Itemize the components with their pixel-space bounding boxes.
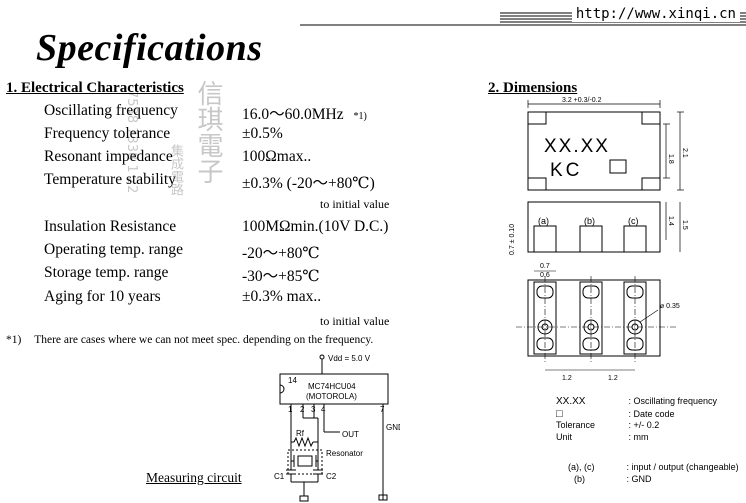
chip-name: MC74HCU04 [308,382,356,391]
spec-label-3: Temperature stability [44,171,176,188]
marking-kc: KC [550,160,582,181]
circuit-caption: Measuring circuit [146,470,242,485]
c2-label: C2 [326,472,337,481]
spec-label-2: Resonant impedance [44,148,173,165]
gnd-symbol-right [378,494,388,501]
pad-c-label: (c) [628,216,639,226]
width-dimension: 3.2 +0.3/-0.2 [562,97,602,104]
legend-key-2: Tolerance [556,420,596,430]
marking-frequency: XX.XX [544,136,610,157]
legend-value-0: : Oscillating frequency [628,396,718,406]
dimension-drawing: 3.2 +0.3/-0.2 XX.XX KC 1.8 2.1 (a) (b) (… [509,97,688,382]
side-tolerance-label: 0.7 ± 0.10 [509,224,516,255]
legend-key-1: □ [556,408,563,420]
c1-label: C1 [274,472,285,481]
spec-value-4: 100MΩmin.(10V D.C.) [242,218,389,235]
rf-resistor [293,436,314,448]
legend-row: □ : Date code [556,408,717,420]
spec-label-6: Storage temp. range [44,264,169,281]
pad-width-0-6: 0.6 [540,272,550,279]
gnd-label: GND [386,423,400,432]
watermark-chars: 信琪電子 [193,80,223,184]
pitch-1-2-a: 1.2 [562,375,572,382]
height-1-8: 1.8 [667,154,674,164]
legend-key-3: Unit [556,432,573,442]
date-code-box [609,159,627,174]
footnote: *1) There are cases where we can not mee… [6,334,373,346]
spec-value-3: ±0.3% (-20～+80℃) [242,175,375,192]
resonator-symbol [297,455,313,467]
legend-row: Tolerance : +/- 0.2 [556,420,717,432]
spec-label-0: Oscillating frequency [44,102,178,119]
legend-value-2: : +/- 0.2 [628,420,660,430]
vdd-terminal [319,354,325,360]
initial-value-note-2: to initial value [320,314,390,328]
pad-b-label: (b) [584,216,595,226]
pad-a-label: (a) [538,216,549,226]
pin-legend-row: (a), (c) : input / output (changeable) [568,462,739,474]
pin-14-label: 14 [288,376,297,385]
pad-width-0-7: 0.7 [540,263,550,270]
pin-legend-value-0: : input / output (changeable) [626,462,739,472]
spec-note-0: *1) [353,111,367,122]
pin-legend-key-1: (b) [574,474,585,484]
spec-value-2: 100Ωmax.. [242,148,312,165]
watermark: 信琪電子 集成電路 7538 7338 1 22 [124,80,230,260]
footnote-marker: *1) [6,334,22,346]
legend: XX.XX : Oscillating frequency □ : Date c… [556,396,717,444]
spec-label-1: Frequency tolerance [44,125,171,142]
page-title: Specifications [36,27,263,69]
dimensions-heading: 2. Dimensions [488,80,578,96]
legend-value-3: : mm [628,432,649,442]
spec-value-0: 16.0～60.0MHz *1) [242,102,367,124]
website-url[interactable]: http://www.xinqi.cn [571,6,740,22]
spec-value-6: -30～+85℃ [242,268,320,285]
spec-value-0-text: 16.0～60.0MHz [242,106,344,123]
spec-label-5: Operating temp. range [44,241,184,258]
ic-chip [279,373,389,405]
height-2-1: 2.1 [681,148,688,158]
legend-key-0: XX.XX [556,396,586,407]
hole-diameter: ⌀ 0.35 [660,303,680,310]
measuring-circuit-diagram: Vdd = 5.0 V 14 MC74HCU04 (MOTOROLA) 1 2 … [274,354,400,502]
electrical-heading: 1. Electrical Characteristics [6,80,184,96]
spec-value-1: ±0.5% [242,125,283,142]
resonator-label: Resonator [326,449,363,458]
pin-legend: (a), (c) : input / output (changeable) (… [568,462,739,486]
spec-value-7: ±0.3% max.. [242,288,322,305]
spec-value-5: -20～+80℃ [242,245,320,262]
pin-legend-key-0: (a), (c) [568,462,595,472]
height-1-5: 1.5 [681,220,688,230]
spec-label-4: Insulation Resistance [44,218,177,235]
legend-row: XX.XX : Oscillating frequency [556,396,717,408]
vdd-label: Vdd = 5.0 V [328,354,371,363]
height-1-4: 1.4 [667,216,674,226]
rf-label: Rf [296,429,305,438]
out-label: OUT [342,430,359,439]
footnote-text: There are cases where we can not meet sp… [34,334,374,346]
legend-row: Unit : mm [556,432,717,444]
initial-value-note-1: to initial value [320,197,390,211]
pitch-1-2-b: 1.2 [608,375,618,382]
pin-legend-row: (b) : GND [568,474,739,486]
package-top-view [527,111,661,191]
chip-maker: (MOTOROLA) [306,392,357,401]
watermark-chars-2: 集成電路 [168,144,183,196]
spec-label-7: Aging for 10 years [44,288,161,305]
legend-value-1: : Date code [628,409,675,419]
gnd-symbol-left [299,495,309,502]
pin-legend-value-1: : GND [626,474,652,484]
watermark-digits: 7538 7338 1 22 [124,90,139,194]
